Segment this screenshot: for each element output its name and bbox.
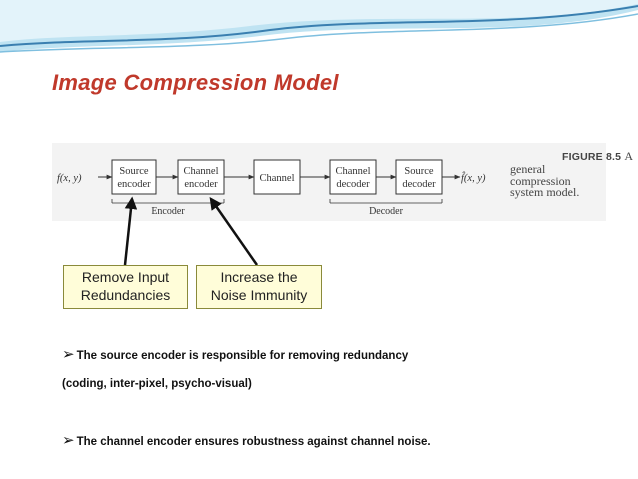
source-decoder-label-1: Source <box>404 166 433 177</box>
noise-immunity-callout: Increase the Noise Immunity <box>196 265 322 309</box>
source-encoder-block <box>111 159 157 195</box>
channel-decoder-block <box>329 159 377 195</box>
channel-block <box>253 159 301 195</box>
channel-label: Channel <box>260 173 295 184</box>
header-wave-decoration <box>0 0 638 53</box>
input-signal-label: f(x, y) <box>57 173 82 184</box>
callout-line: Redundancies <box>80 287 171 303</box>
source-decoder-block <box>395 159 443 195</box>
source-encoder-label-2: encoder <box>117 179 151 190</box>
output-signal-label: f̂(x, y) <box>461 171 486 184</box>
figure-caption-title: FIGURE 8.5 A <box>562 149 633 164</box>
channel-encoder-label-1: Channel <box>184 166 219 177</box>
source-encoder-label-1: Source <box>119 166 148 177</box>
figure-caption-first-word: A <box>624 149 634 163</box>
arrow-bullet-icon: ➢ <box>62 346 75 363</box>
arrow-bullet-icon: ➢ <box>62 432 75 449</box>
slide-title: Image Compression Model <box>52 70 339 95</box>
channel-encoder-label-2: encoder <box>184 179 218 190</box>
bullet-source-encoder-continued: (coding, inter-pixel, psycho-visual) <box>62 378 252 390</box>
callout-line: Noise Immunity <box>210 287 308 303</box>
figure-number: FIGURE 8.5 <box>562 151 622 163</box>
remove-redundancies-callout: Remove Input Redundancies <box>63 265 188 309</box>
channel-decoder-label-1: Channel <box>336 166 371 177</box>
bullet-source-encoder: ➢The source encoder is responsible for r… <box>62 345 408 363</box>
source-decoder-label-2: decoder <box>402 179 436 190</box>
figure-caption-line: general <box>510 162 546 176</box>
compression-block-diagram: f(x, y) Source encoder Channel encoder C… <box>57 159 486 217</box>
decoder-label: Decoder <box>369 206 404 217</box>
bullet-text: The source encoder is responsible for re… <box>76 350 409 362</box>
channel-decoder-label-2: decoder <box>336 179 370 190</box>
figure-caption-line: compression <box>510 173 571 188</box>
bullet-text: The channel encoder ensures robustness a… <box>76 436 431 448</box>
figure-caption-text: general compression system model. <box>510 162 580 199</box>
figure-caption-line: system model. <box>510 185 580 199</box>
callout-line: Increase the <box>220 269 298 285</box>
callout-line: Remove Input <box>81 269 170 285</box>
bullet-channel-encoder: ➢The channel encoder ensures robustness … <box>62 431 431 449</box>
encoder-label: Encoder <box>151 206 185 217</box>
